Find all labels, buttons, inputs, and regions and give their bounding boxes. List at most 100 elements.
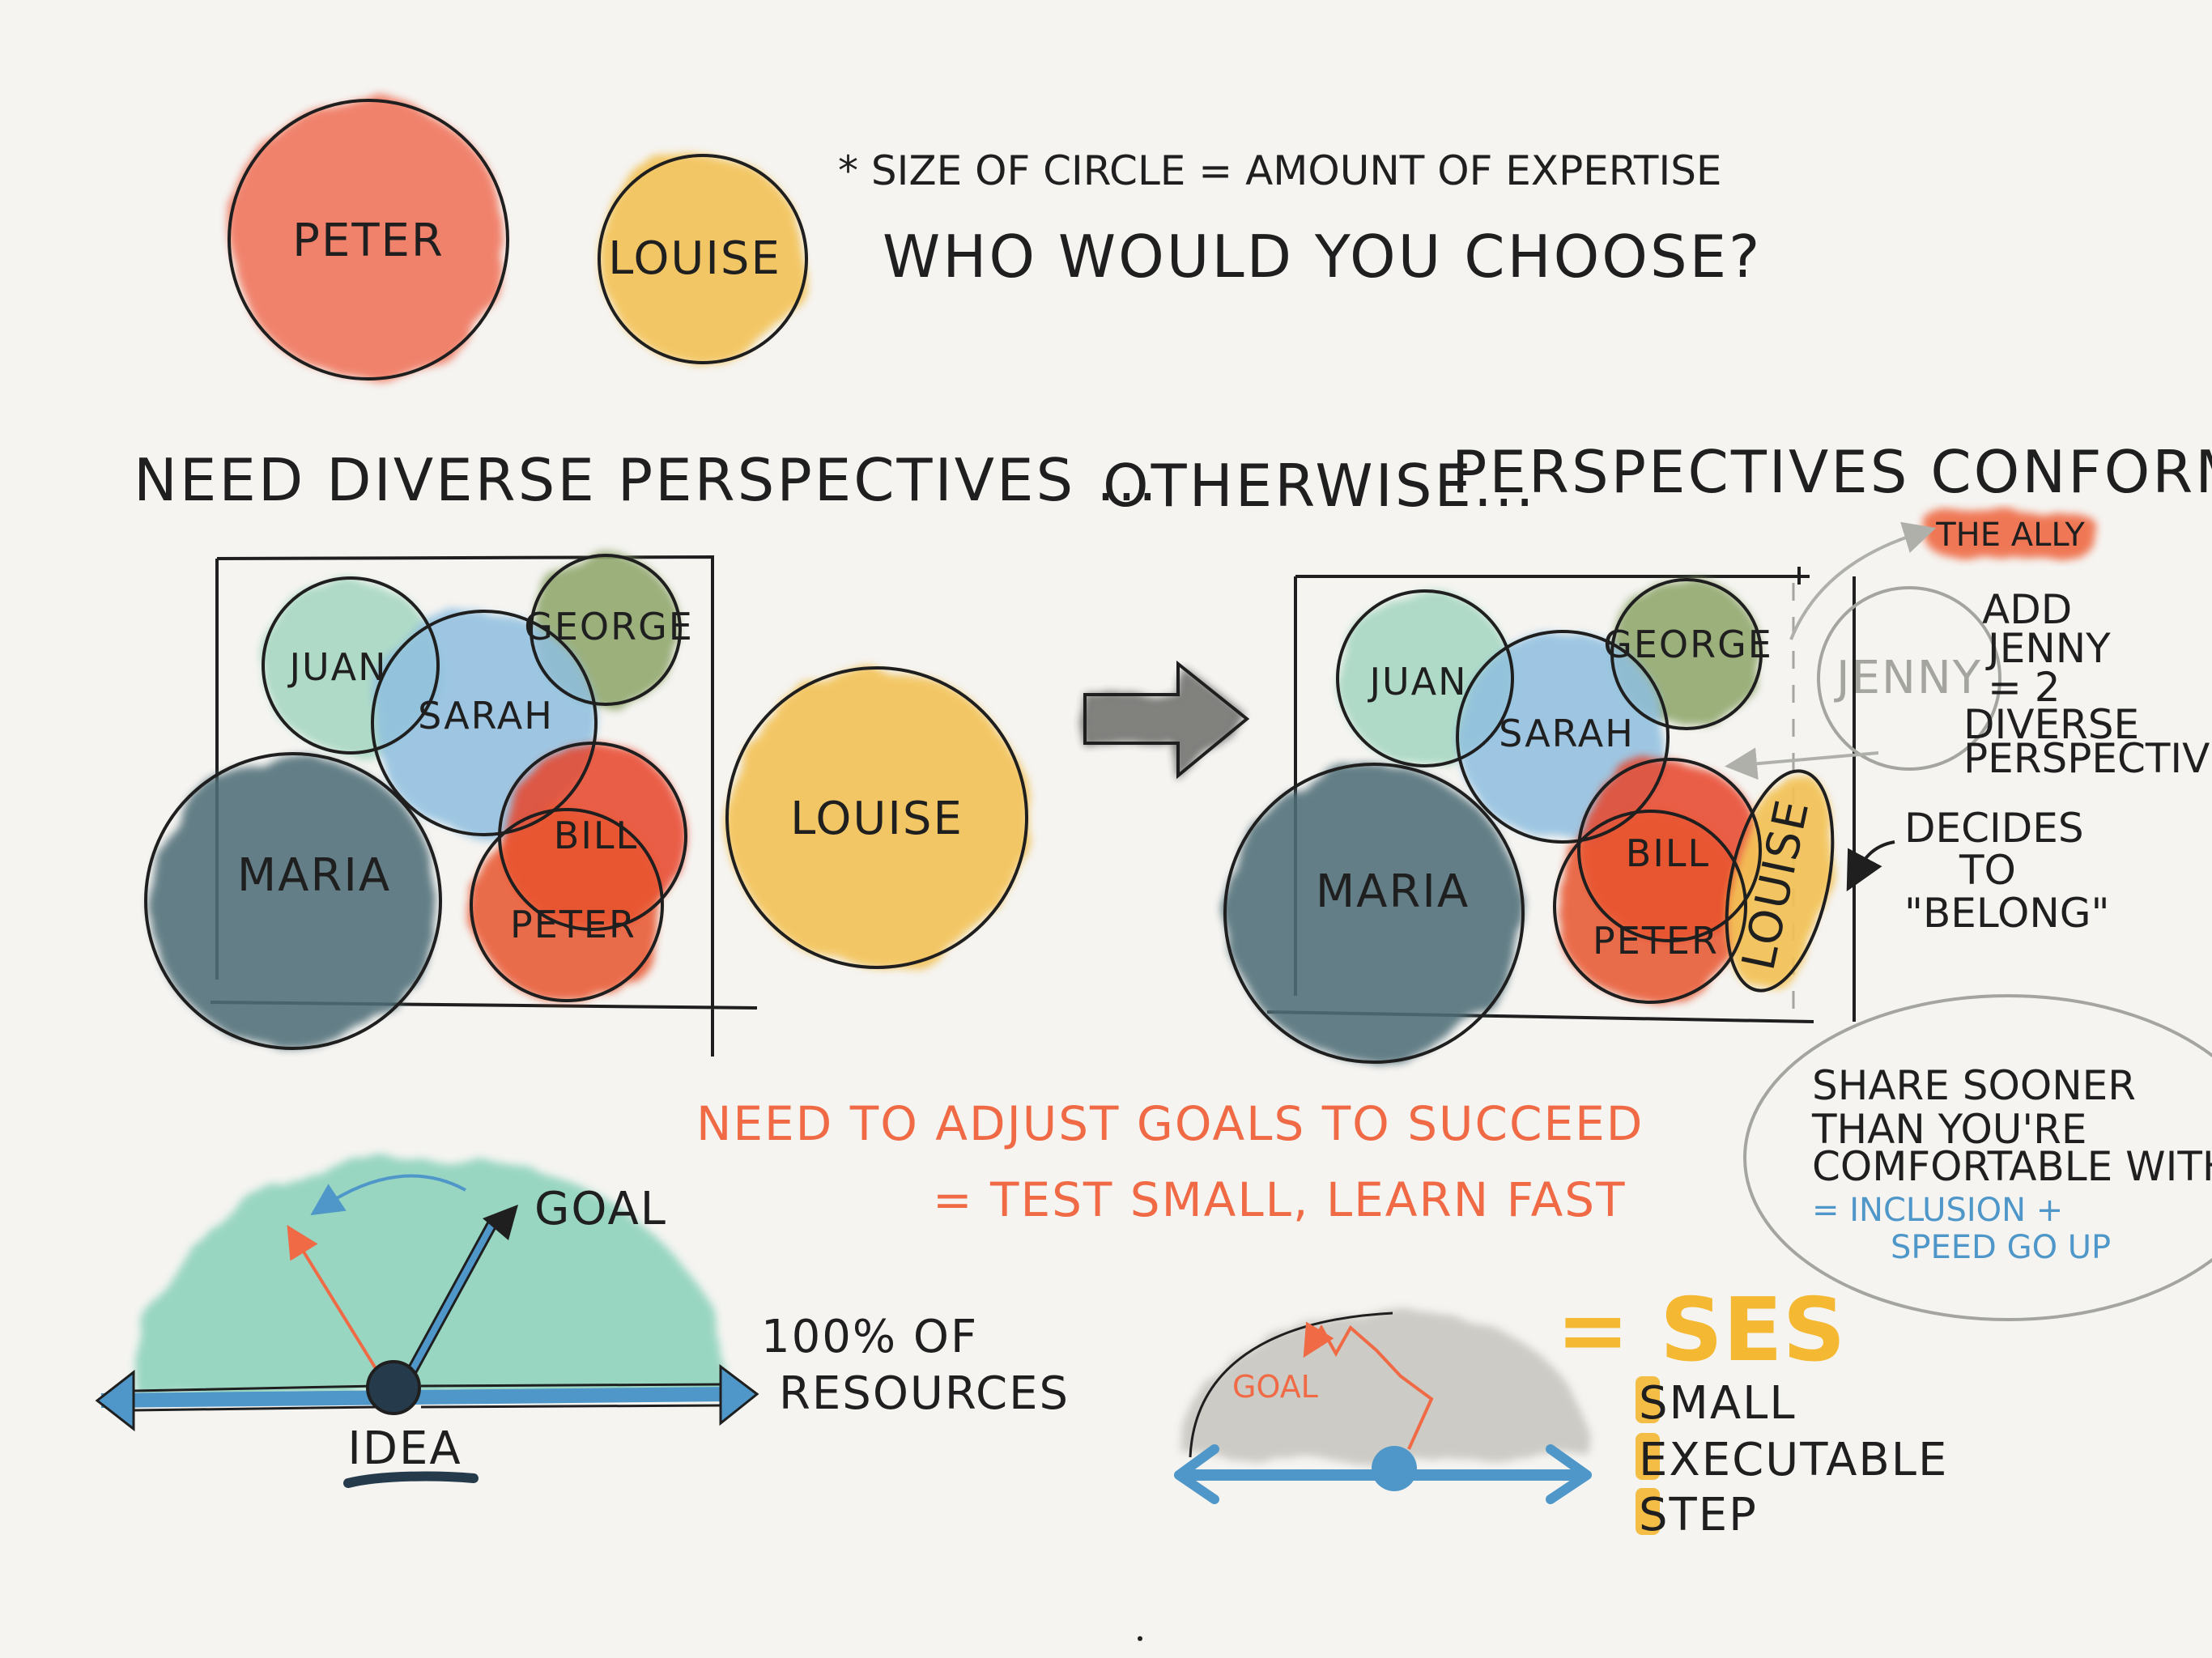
- right-sarah-label: SARAH: [1499, 712, 1635, 755]
- right-sarah-outline: [1456, 630, 1670, 844]
- add-jenny-line-5: PERSPECTIVES: [1963, 735, 2212, 782]
- left-bill-label: BILL: [554, 814, 638, 857]
- right-louise-outline: [1725, 769, 1835, 993]
- share-sooner-blue-1: = INCLUSION +: [1812, 1192, 2063, 1229]
- ally-arrow-up: [1789, 521, 1937, 640]
- left-peter-fill: [471, 810, 662, 1001]
- left-maria-fill: [147, 755, 439, 1047]
- right-peter-outline: [1553, 810, 1747, 1004]
- decides-line-2: TO: [1959, 847, 2016, 894]
- choose-question: WHO WOULD YOU CHOOSE?: [883, 223, 1762, 291]
- left-louise-outsider-label: LOUISE: [790, 793, 963, 845]
- right-gauge: GOAL = SES SMALL EXECUTABLE STEP: [1174, 1280, 1948, 1541]
- right-maria-label: MARIA: [1316, 865, 1470, 918]
- jenny-circle: [1817, 586, 2001, 771]
- share-sooner-title: SHARE SOONER: [1812, 1062, 2136, 1109]
- left-louise-outsider-outline: [725, 666, 1028, 969]
- ally-arrow-down: [1725, 747, 1879, 780]
- headline-otherwise: OTHERWISE...: [1103, 452, 1537, 520]
- left-juan-label: JUAN: [287, 645, 387, 689]
- right-zigzag-path: [1303, 1321, 1434, 1450]
- add-jenny-line-1: ADD: [1982, 586, 2072, 633]
- the-ally-highlight: [1929, 512, 2095, 557]
- right-team: JUAN GEORGE SARAH MARIA BILL PETER LOUIS…: [1223, 567, 2001, 1064]
- right-maria-fill: [1227, 766, 1521, 1061]
- left-peter-label: PETER: [510, 903, 636, 946]
- right-bill-outline: [1577, 758, 1762, 942]
- headline: NEED DIVERSE PERSPECTIVES ... OTHERWISE.…: [134, 438, 2212, 520]
- louise-circle-outline: [598, 154, 808, 364]
- idea-pivot: [366, 1360, 421, 1415]
- left-axis-arrow-left: [95, 1369, 135, 1432]
- right-louise-fill: [1726, 771, 1833, 991]
- right-george-label: GEORGE: [1603, 623, 1773, 666]
- left-maria-outline: [144, 752, 442, 1050]
- add-jenny-line-3: = 2: [1988, 664, 2061, 711]
- share-sooner-ellipse: [1743, 994, 2212, 1321]
- louise-circle-fill: [599, 155, 806, 363]
- right-peter-fill: [1555, 811, 1746, 1002]
- resources-line-1: 100% OF: [761, 1311, 978, 1363]
- right-peter-label: PETER: [1593, 919, 1719, 963]
- goals-line-2: = TEST SMALL, LEARN FAST: [933, 1172, 1627, 1227]
- right-george-outline: [1610, 578, 1763, 730]
- top-section: PETER LOUISE * SIZE OF CIRCLE = AMOUNT O…: [228, 99, 1762, 380]
- left-goal-arrow-inner: [406, 1219, 497, 1378]
- idea-label: IDEA: [347, 1422, 462, 1475]
- right-gauge-fill: [1186, 1311, 1591, 1457]
- right-gauge-outline: [1189, 1312, 1393, 1458]
- left-gauge-fill: [134, 1154, 725, 1394]
- decides-line-1: DECIDES: [1904, 805, 2084, 852]
- right-juan-outline: [1336, 589, 1514, 767]
- right-gauge-pivot: [1372, 1446, 1417, 1491]
- peter-label: PETER: [292, 215, 445, 267]
- ses-word-step: STEP: [1639, 1489, 1758, 1541]
- right-annotations: THE ALLY ADD JENNY = 2 DIVERSE PERSPECTI…: [1725, 512, 2212, 1321]
- right-axis-arrow-right: [1546, 1444, 1592, 1504]
- left-louise-outsider-fill: [727, 668, 1027, 967]
- ses-word-executable: EXECUTABLE: [1639, 1434, 1948, 1486]
- ses-equals: = SES: [1556, 1280, 1845, 1381]
- ses-initial-highlight-3: [1636, 1488, 1660, 1535]
- the-ally-label: THE ALLY: [1935, 517, 2085, 554]
- goals-line-1: NEED TO ADJUST GOALS TO SUCCEED: [696, 1096, 1644, 1151]
- left-george-label: GEORGE: [524, 605, 694, 648]
- left-axis-arrow-right: [719, 1363, 759, 1426]
- left-blue-rotation-arrow: [310, 1174, 466, 1216]
- share-sooner-line-1: THAN YOU'RE: [1811, 1106, 2087, 1153]
- left-orange-arrow: [287, 1224, 382, 1378]
- goals-text: NEED TO ADJUST GOALS TO SUCCEED = TEST S…: [696, 1096, 1644, 1227]
- add-jenny-line-4: DIVERSE: [1963, 701, 2139, 748]
- left-sarah-outline: [371, 610, 598, 836]
- stray-dot: [1138, 1636, 1142, 1641]
- resources-line-2: RESOURCES: [779, 1367, 1070, 1420]
- right-juan-label: JUAN: [1367, 660, 1467, 704]
- big-arrow-outline: [1083, 660, 1250, 780]
- right-box-tick-top: [1789, 567, 1810, 585]
- left-maria-label: MARIA: [237, 849, 391, 902]
- right-axis-arrow-left: [1174, 1444, 1219, 1504]
- louise-label: LOUISE: [608, 232, 781, 285]
- big-grey-arrow: [1083, 661, 1249, 779]
- right-goal-label: GOAL: [1232, 1369, 1318, 1405]
- transition-arrow: [1083, 660, 1250, 780]
- left-peter-outline: [470, 808, 664, 1002]
- share-sooner-blue-2: SPEED GO UP: [1891, 1229, 2111, 1266]
- jenny-label: JENNY: [1834, 652, 1982, 704]
- left-gauge: GOAL IDEA 100% OF RESOURCES: [95, 1154, 1070, 1488]
- right-bill-label: BILL: [1626, 831, 1710, 875]
- left-gauge-axis-outline: [133, 1383, 721, 1412]
- idea-underline: [343, 1471, 479, 1488]
- left-goal-arrowhead: [483, 1205, 518, 1240]
- add-jenny-line-2: JENNY: [1985, 625, 2111, 672]
- decides-line-3: "BELONG": [1904, 890, 2109, 937]
- left-george-outline: [530, 554, 682, 706]
- ses-initial-highlight-2: [1636, 1433, 1660, 1480]
- ses-initial-highlight-1: [1636, 1376, 1660, 1423]
- peter-circle-outline: [228, 99, 509, 380]
- decides-arrow: [1846, 840, 1895, 892]
- left-team: JUAN GEORGE SARAH MARIA BILL PETER LOUIS…: [144, 554, 1028, 1056]
- right-maria-outline: [1223, 763, 1525, 1064]
- left-sarah-label: SARAH: [418, 694, 554, 738]
